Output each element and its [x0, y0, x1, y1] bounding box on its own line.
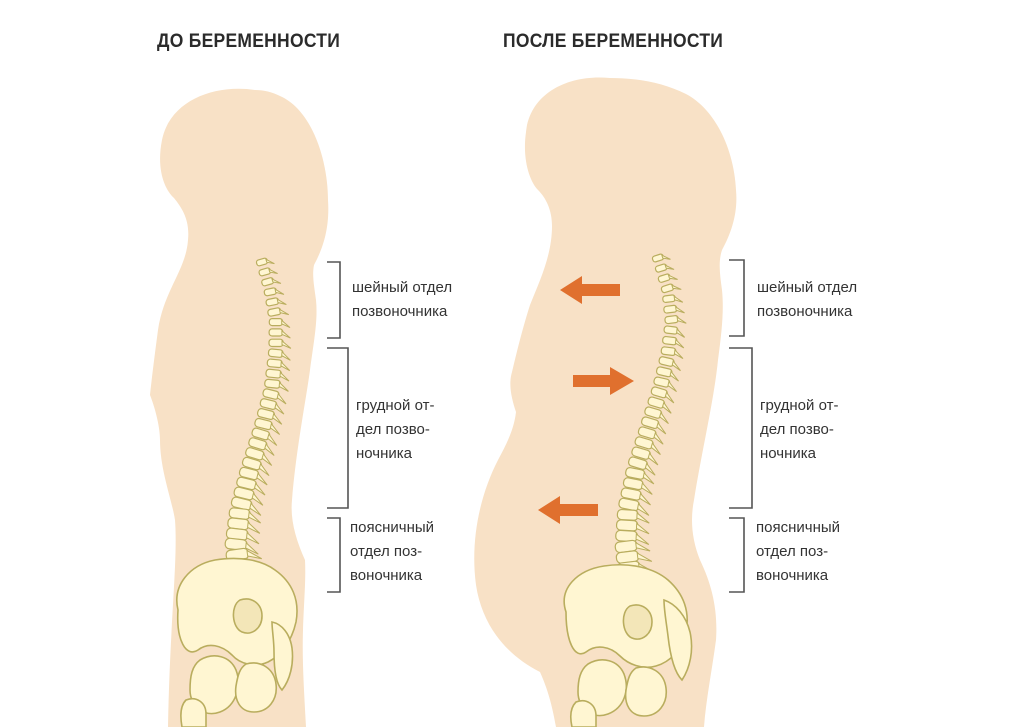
vertebra: [615, 519, 650, 535]
vertebra: [245, 447, 273, 466]
vertebra: [268, 318, 291, 329]
vertebra: [255, 257, 275, 267]
vertebra: [663, 304, 685, 314]
brackets-before: [327, 261, 349, 593]
vertebra: [641, 416, 667, 435]
pelvis-after: [563, 563, 693, 727]
label-lumbar-before: поясничный отдел поз- воночника: [350, 519, 435, 584]
title-before-pregnancy: ДО БЕРЕМЕННОСТИ: [157, 31, 341, 52]
bracket-lumbar-after: [729, 517, 745, 593]
vertebra: [224, 537, 259, 555]
label-thoracic-before: грудной от- дел позво- ночника: [356, 397, 435, 462]
vertebra: [263, 287, 285, 297]
vertebra: [264, 378, 289, 392]
label-cervical-before: шейный отдел позвоночника: [352, 279, 453, 320]
vertebra: [655, 366, 679, 382]
vertebra: [647, 396, 672, 414]
vertebra: [662, 335, 685, 349]
bracket-thoracic-after: [729, 347, 753, 509]
vertebra: [614, 539, 651, 554]
vertebra: [256, 408, 283, 425]
vertebra: [628, 456, 656, 476]
vertebra: [657, 273, 678, 283]
vertebra: [267, 348, 291, 361]
vertebra: [227, 517, 261, 534]
vertebra: [265, 368, 290, 382]
vertebra: [660, 346, 684, 360]
body-silhouette-after: [474, 77, 737, 727]
vertebra: [267, 307, 290, 317]
vertebra: [660, 283, 682, 294]
vertebra: [225, 527, 260, 545]
vertebra: [262, 388, 287, 405]
title-after-pregnancy: ПОСЛЕ БЕРЕМЕННОСТИ: [503, 31, 724, 52]
vertebra: [651, 253, 671, 263]
vertebra: [622, 477, 653, 495]
label-cervical-after: шейный отдел позвоночника: [757, 279, 858, 320]
label-lumbar-after: поясничный отдел поз- воночника: [756, 519, 841, 584]
vertebra: [664, 315, 687, 325]
bracket-cervical-after: [729, 259, 745, 337]
vertebra: [653, 376, 677, 393]
vertebra: [258, 267, 278, 277]
vertebra: [254, 417, 281, 435]
vertebra: [230, 496, 262, 516]
vertebra: [233, 486, 264, 506]
vertebra: [265, 297, 287, 307]
spine-before: [224, 257, 292, 583]
vertebra: [637, 426, 664, 445]
label-thoracic-after: грудной от- дел позво- ночника: [760, 397, 839, 462]
vertebra: [631, 446, 659, 466]
pelvis-before: [176, 557, 298, 727]
vertebra: [268, 328, 291, 339]
vertebra: [620, 487, 651, 506]
vertebra: [644, 406, 669, 425]
vertebra: [268, 338, 292, 349]
vertebra: [634, 436, 661, 455]
vertebra: [241, 456, 270, 477]
vertebra: [261, 277, 282, 287]
vertebra: [236, 476, 266, 496]
vertebra: [259, 398, 285, 415]
brackets-after: [729, 259, 753, 593]
vertebra: [625, 466, 655, 485]
vertebra: [248, 437, 275, 456]
vertebra: [251, 427, 278, 446]
arrow-right-thoracic-icon: [573, 367, 634, 395]
vertebra: [618, 497, 650, 516]
posture-arrows: [538, 276, 634, 524]
vertebra: [658, 356, 681, 372]
spine-after: [614, 253, 687, 585]
vertebra: [654, 263, 675, 273]
arrow-left-lumbar-icon: [538, 496, 598, 524]
bracket-cervical-before: [327, 261, 341, 339]
vertebra: [650, 386, 675, 404]
vertebra: [662, 294, 684, 304]
bracket-lumbar-before: [327, 517, 341, 593]
arrow-left-cervical-icon: [560, 276, 620, 304]
vertebra: [663, 325, 685, 338]
vertebra: [225, 547, 262, 562]
vertebra: [266, 358, 291, 372]
vertebra: [238, 466, 268, 486]
bracket-thoracic-before: [327, 347, 349, 509]
